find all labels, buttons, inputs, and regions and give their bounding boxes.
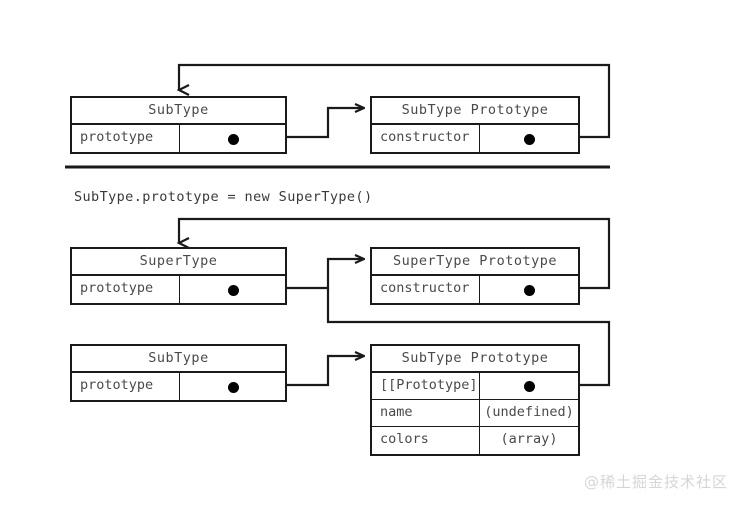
object-box-subtype-prototype-top: SubType Prototype constructor — [370, 96, 580, 154]
row-key: prototype — [72, 276, 180, 303]
row-value-pointer — [180, 373, 285, 400]
box-title: SubType Prototype — [372, 98, 578, 125]
row-value-pointer — [480, 125, 578, 152]
box-title: SubType Prototype — [372, 346, 578, 373]
table-row: constructor — [372, 125, 578, 152]
row-key: prototype — [72, 373, 180, 400]
row-value-pointer — [480, 373, 578, 399]
watermark: @稀土掘金技术社区 — [584, 473, 729, 491]
object-box-subtype-constructor-top: SubType prototype — [70, 96, 287, 154]
row-key: name — [372, 400, 480, 426]
table-row: constructor — [372, 276, 578, 303]
connector-subtype-prototype-constructor-to-subtype — [179, 63, 611, 139]
code-annotation: SubType.prototype = new SuperType() — [74, 189, 373, 205]
row-value: (array) — [500, 431, 558, 447]
table-row: prototype — [72, 276, 285, 303]
table-row: prototype — [72, 373, 285, 400]
box-title: SubType — [72, 346, 285, 373]
row-value-pointer — [180, 125, 285, 152]
table-row: name (undefined) — [372, 400, 578, 427]
row-key: constructor — [372, 276, 480, 303]
object-box-supertype-prototype: SuperType Prototype constructor — [370, 247, 580, 305]
row-key: constructor — [372, 125, 480, 152]
table-row: colors (array) — [372, 427, 578, 454]
table-row: [[Prototype]] — [372, 373, 578, 400]
connector-supertype-prototype-constructor-to-supertype — [179, 217, 611, 290]
row-key: colors — [372, 427, 480, 454]
object-box-subtype-prototype-bottom: SubType Prototype [[Prototype]] name (un… — [370, 344, 580, 456]
box-title: SuperType — [72, 249, 285, 276]
connector-subtype-prototype-internal-proto-to-supertype-prototype — [326, 288, 611, 387]
row-key: prototype — [72, 125, 180, 152]
object-box-subtype-constructor-bottom: SubType prototype — [70, 344, 287, 402]
box-title: SubType — [72, 98, 285, 125]
object-box-supertype-constructor: SuperType prototype — [70, 247, 287, 305]
box-title: SuperType Prototype — [372, 249, 578, 276]
table-row: prototype — [72, 125, 285, 152]
row-value: (undefined) — [484, 404, 574, 420]
row-key: [[Prototype]] — [372, 373, 480, 399]
row-value-pointer — [480, 276, 578, 303]
row-value-pointer — [180, 276, 285, 303]
